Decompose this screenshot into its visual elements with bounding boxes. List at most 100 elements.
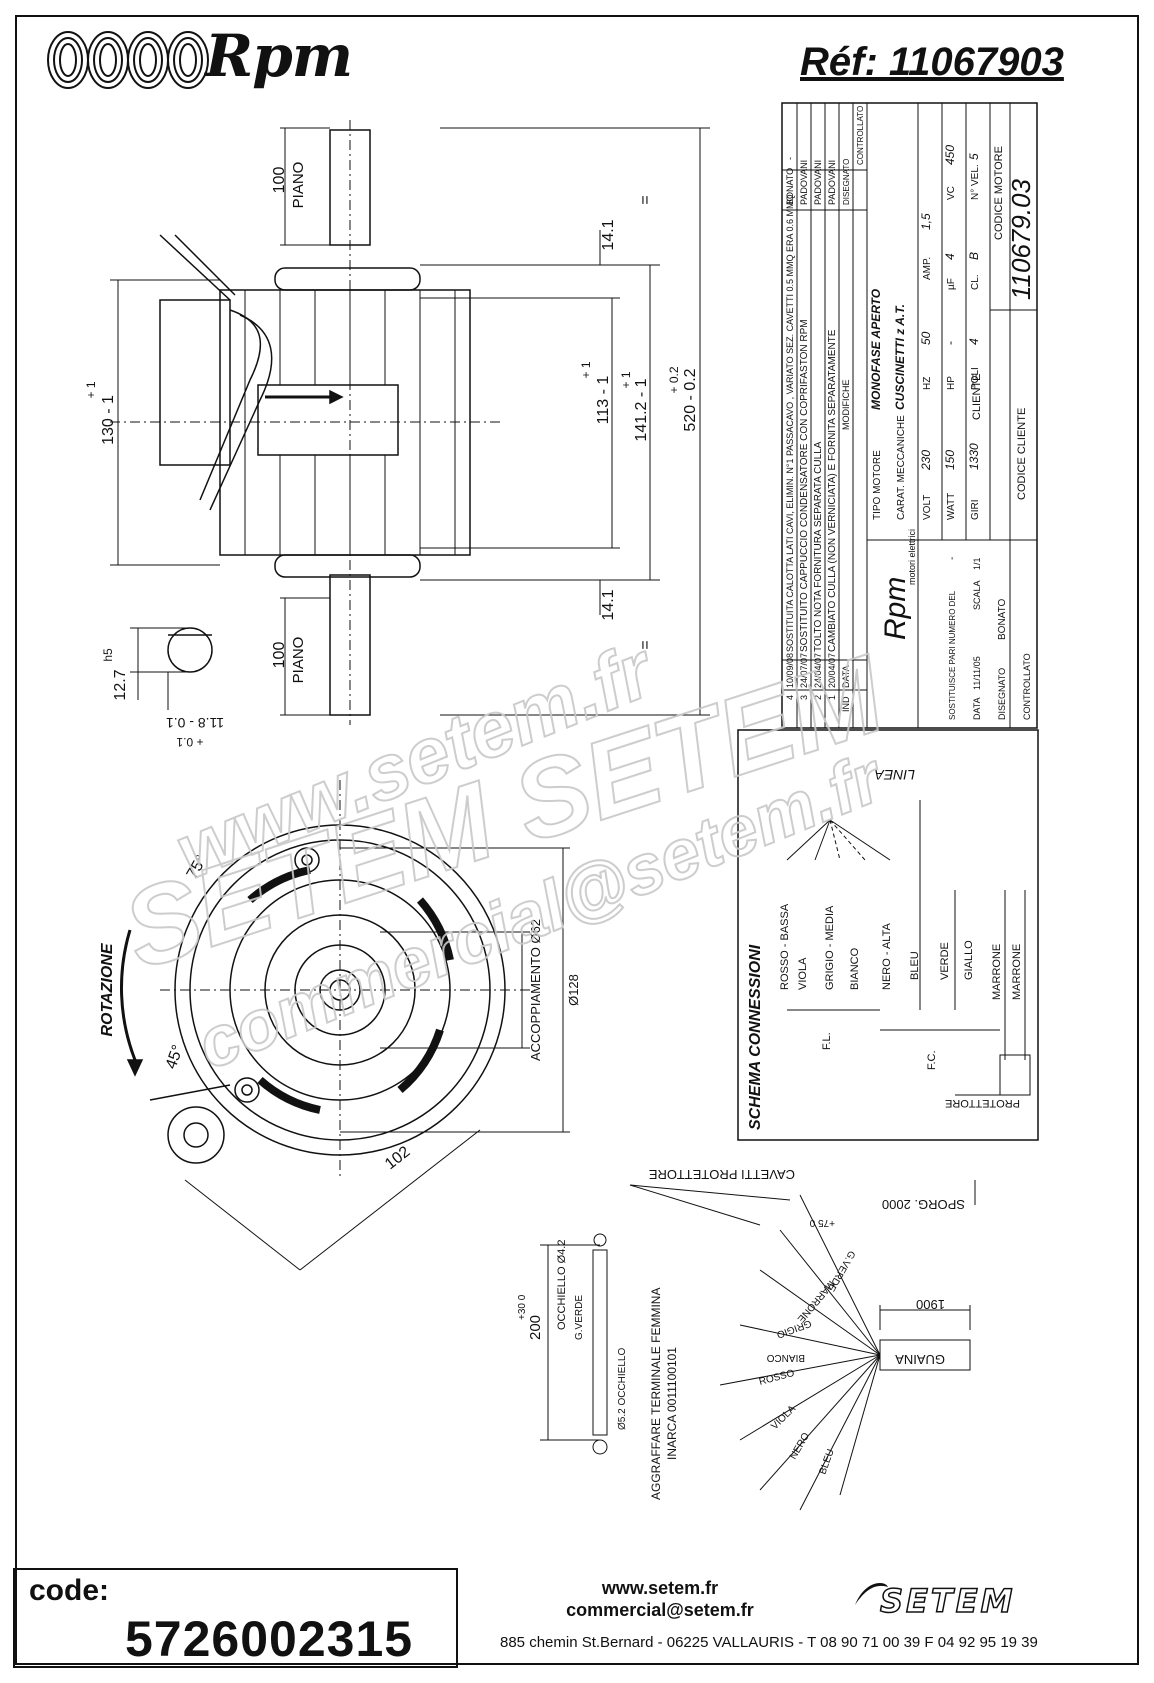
- dim-113-tol: + 1: [579, 361, 593, 378]
- svg-text:DATA: DATA: [841, 665, 851, 688]
- svg-text:Rpm: Rpm: [879, 577, 912, 640]
- svg-text:VC: VC: [946, 186, 957, 200]
- svg-text:PADOVANI: PADOVANI: [813, 160, 823, 205]
- svg-text:CODICE CLIENTE: CODICE CLIENTE: [1016, 408, 1028, 500]
- svg-text:BONATO: BONATO: [785, 168, 795, 205]
- svg-text:PADOVANI: PADOVANI: [799, 160, 809, 205]
- lead-rosso: ROSSO: [758, 1368, 796, 1388]
- lead-bianco: BIANCO: [766, 1352, 805, 1363]
- svg-text:GIRI: GIRI: [970, 499, 981, 520]
- wire-grigio: GRIGIO - MEDIA: [824, 905, 836, 990]
- svg-text:4: 4: [967, 338, 981, 345]
- dim-113: 113 - 1: [595, 376, 612, 425]
- footer-website-link[interactable]: www.setem.fr: [601, 1578, 719, 1598]
- svg-text:WATT: WATT: [946, 493, 957, 520]
- svg-text:N° VEL.: N° VEL.: [970, 164, 981, 200]
- svg-text:HZ: HZ: [922, 377, 933, 390]
- svg-text:CONTROLLATO: CONTROLLATO: [1022, 653, 1032, 720]
- svg-text:BONATO: BONATO: [997, 598, 1008, 640]
- setem-swoosh-icon: [855, 1582, 888, 1605]
- dim-100-bottom: 100: [271, 642, 288, 669]
- svg-text:CONTROLLATO: CONTROLLATO: [856, 106, 865, 165]
- wire-giallo: GIALLO: [963, 940, 975, 980]
- svg-text:110679.03: 110679.03: [1006, 178, 1036, 300]
- schema-box: [737, 729, 1039, 1141]
- wire-bleu: BLEU: [909, 951, 921, 980]
- protettore-label: PROTETTORE: [945, 1097, 1020, 1109]
- rotazione-label: ROTAZIONE: [99, 942, 116, 1036]
- svg-text:3: 3: [799, 695, 809, 700]
- gverde-label: G.VERDE: [574, 1295, 585, 1340]
- svg-text:µF: µF: [946, 278, 957, 290]
- svg-text:MODIFICHE: MODIFICHE: [841, 380, 851, 431]
- sporg-label: SPORG. 2000: [882, 1197, 965, 1212]
- svg-text:B: B: [967, 252, 981, 260]
- svg-text:CLIENTE: CLIENTE: [971, 374, 983, 420]
- svg-text:SOSTITUITA CALOTTA LATI CAVI,: SOSTITUITA CALOTTA LATI CAVI, ELIMIN. N°…: [785, 194, 795, 652]
- wire-nero: NERO - ALTA: [881, 923, 893, 990]
- svg-text:CL.: CL.: [970, 274, 981, 290]
- svg-text:DISEGNATO: DISEGNATO: [997, 668, 1007, 720]
- brand-name: Rpm: [205, 22, 353, 90]
- svg-text:IND: IND: [841, 696, 851, 712]
- svg-text:11/11/05: 11/11/05: [972, 656, 982, 690]
- svg-text:-: -: [943, 341, 957, 345]
- dim-200: 200: [527, 1315, 544, 1340]
- footer-email-link[interactable]: commercial@setem.fr: [566, 1600, 754, 1620]
- svg-text:SOSTITUITO CAPPUCCIO CONDENSAT: SOSTITUITO CAPPUCCIO CONDENSATORE CON CO…: [799, 319, 810, 652]
- wire-rosso: ROSSO - BASSA: [779, 903, 791, 990]
- fc-label: F.C.: [926, 1050, 938, 1070]
- svg-text:20/04/07: 20/04/07: [827, 653, 837, 688]
- fl-label: F.L.: [821, 1032, 833, 1050]
- eq-bottom: =: [637, 640, 654, 649]
- setem-logo: SETEM: [879, 1581, 1016, 1621]
- svg-text:DATA: DATA: [972, 697, 982, 720]
- angle-45: 45°: [163, 1043, 187, 1072]
- svg-text:4: 4: [785, 695, 795, 700]
- svg-text:10/09/08: 10/09/08: [785, 653, 795, 688]
- dim-12-7: 12.7: [112, 669, 129, 700]
- dia-128-label: Ø128: [566, 974, 581, 1006]
- svg-text:1330: 1330: [967, 443, 981, 470]
- occhiello-label: OCCHIELLO Ø4.2: [556, 1240, 568, 1330]
- dim-1900: 1900: [916, 1297, 945, 1312]
- guaina-label: GUAINA: [895, 1352, 945, 1367]
- aggraffare-label: AGGRAFFARE TERMINALE FEMMINA: [649, 1288, 663, 1500]
- lead-marrone: MARRONE: [795, 1278, 836, 1324]
- svg-text:CARAT. MECCANICHE: CARAT. MECCANICHE: [896, 415, 907, 520]
- dim-11-8-tol: + 0.1: [176, 735, 203, 749]
- lead-viola: VIOLA: [769, 1403, 798, 1432]
- svg-text:CAMBIATO CULLA (NON VERNICIATA: CAMBIATO CULLA (NON VERNICIATA) E FORNIT…: [827, 329, 838, 652]
- footer-address: 885 chemin St.Bernard - 06225 VALLAURIS …: [500, 1634, 1038, 1651]
- svg-text:450: 450: [943, 145, 957, 165]
- svg-text:POLI: POLI: [970, 367, 981, 390]
- svg-text:VOLT: VOLT: [922, 495, 933, 520]
- watermark: www.setem.fr SETEM SETEM commercial@sete…: [108, 623, 900, 1085]
- svg-text:24/07/07: 24/07/07: [799, 653, 809, 688]
- svg-text:1: 1: [827, 695, 837, 700]
- svg-text:MONOFASE APERTO: MONOFASE APERTO: [869, 288, 883, 410]
- dim-piano-bottom: PIANO: [290, 637, 307, 684]
- dim-piano-top: PIANO: [290, 162, 307, 209]
- dim-gap-bottom: 14.1: [600, 589, 617, 620]
- lead-nero: NERO: [788, 1431, 812, 1462]
- inarca-label: INARCA 0011100101: [665, 1347, 679, 1460]
- occhiello2-label: Ø5.2 OCCHIELLO: [617, 1348, 628, 1430]
- svg-text:50: 50: [919, 331, 933, 345]
- svg-text:5: 5: [967, 153, 981, 160]
- svg-text:SCALA: SCALA: [972, 580, 982, 610]
- svg-text:motori elettrici: motori elettrici: [907, 529, 917, 585]
- svg-text:-: -: [947, 557, 958, 560]
- dim-h5: h5: [101, 648, 115, 662]
- linea-label: LINEA: [875, 767, 915, 783]
- svg-text:4: 4: [943, 253, 957, 260]
- accoppiamento-label: ACCOPPIAMENTO Ø62: [528, 919, 543, 1061]
- cavetti-label: CAVETTI PROTETTORE: [649, 1167, 795, 1182]
- svg-text:1/1: 1/1: [972, 557, 982, 570]
- wire-marrone-1: MARRONE: [991, 944, 1003, 1000]
- wire-verde: VERDE: [939, 942, 951, 980]
- title-block: 4 10/09/08 SOSTITUITA CALOTTA LATI CAVI,…: [781, 102, 1038, 729]
- svg-text:CODICE MOTORE: CODICE MOTORE: [993, 146, 1005, 240]
- dim-520-tol: + 0.2: [667, 366, 681, 393]
- dim-11-8: 11.8 - 0.1: [166, 715, 224, 731]
